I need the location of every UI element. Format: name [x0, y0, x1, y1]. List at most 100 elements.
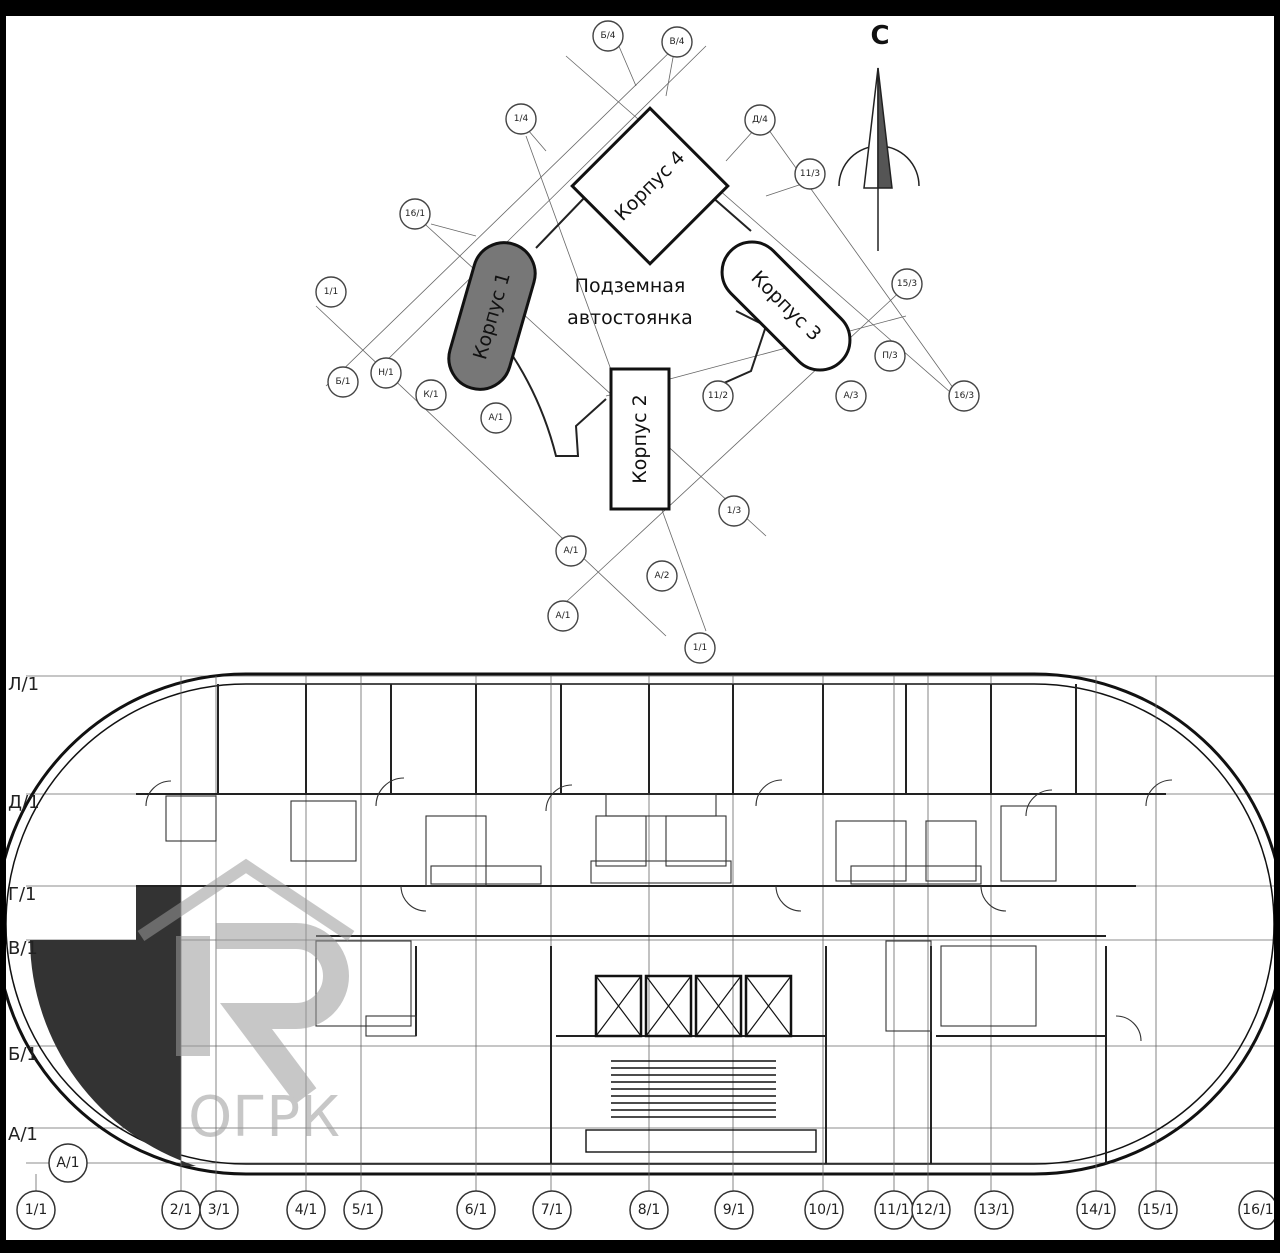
svg-text:11/3: 11/3	[800, 169, 820, 179]
building-korpus-2: Корпус 2	[609, 367, 671, 511]
bottom-axis-labels: 1/1 2/1 3/1 4/1 5/1 6/1 7/1 8/1 9/1 10/1…	[16, 1174, 1274, 1230]
svg-text:А/2: А/2	[655, 571, 670, 581]
axis-label: Л/1	[8, 674, 39, 695]
svg-text:7/1: 7/1	[541, 1202, 564, 1218]
grid-bubble: 1/3	[718, 495, 750, 527]
svg-text:11/1: 11/1	[878, 1202, 909, 1218]
svg-text:14/1: 14/1	[1080, 1202, 1111, 1218]
axis-label: Б/1	[8, 1044, 38, 1065]
svg-text:А/1: А/1	[56, 1155, 79, 1171]
grid-bubble: В/4	[661, 26, 693, 58]
grid-bubble: 1/1	[315, 276, 347, 308]
svg-text:1/4: 1/4	[514, 114, 529, 124]
svg-text:Д/4: Д/4	[752, 115, 768, 125]
svg-text:16/1: 16/1	[405, 209, 425, 219]
grid-bubble: Б/1	[327, 366, 359, 398]
floor-partitions	[136, 684, 1166, 1164]
svg-text:8/1: 8/1	[638, 1202, 661, 1218]
grid-bubble: 1/1	[684, 632, 716, 664]
axis-bubble: 5/1	[343, 1190, 383, 1230]
axis-bubble: 7/1	[532, 1190, 572, 1230]
drawing-canvas: С Корпус 4 Корпус 1 Корпус 3 Корпус 2 По…	[6, 20, 1274, 1230]
svg-text:16/3: 16/3	[954, 391, 974, 401]
drawing-sheet: С Корпус 4 Корпус 1 Корпус 3 Корпус 2 По…	[6, 16, 1274, 1240]
axis-bubble: 14/1	[1076, 1190, 1116, 1230]
svg-text:11/2: 11/2	[708, 391, 728, 401]
svg-text:6/1: 6/1	[465, 1202, 488, 1218]
axis-bubble: 9/1	[714, 1190, 754, 1230]
grid-bubble: А/1	[547, 600, 579, 632]
grid-bubble: П/3	[874, 340, 906, 372]
grid-bubble: А/1	[555, 535, 587, 567]
watermark: ОГРК	[137, 858, 355, 1150]
svg-text:Б/1: Б/1	[336, 377, 351, 387]
axis-bubble: 11/1	[874, 1190, 914, 1230]
floor-plan: Л/1 Д/1 Г/1 В/1 Б/1 А/1 А/1 1/1 2/1 3/1 …	[6, 672, 1274, 1230]
svg-text:16/1: 16/1	[1242, 1202, 1273, 1218]
parking-label-line-2: автостоянка	[567, 307, 693, 329]
parking-label-line-1: Подземная	[575, 275, 686, 297]
axis-bubble: 2/1	[161, 1190, 201, 1230]
grid-bubble: Н/1	[370, 357, 402, 389]
north-label: С	[870, 21, 889, 51]
parking-outline-east	[705, 310, 768, 392]
building-korpus-1: Корпус 1	[447, 241, 537, 391]
svg-text:А/3: А/3	[844, 391, 859, 401]
axis-bubble: 15/1	[1138, 1190, 1178, 1230]
bathroom-blocks	[165, 793, 1057, 1037]
grid-bubble: 16/1	[399, 198, 431, 230]
svg-text:А/1: А/1	[489, 413, 504, 423]
axis-bubble: 4/1	[286, 1190, 326, 1230]
svg-text:1/1: 1/1	[324, 287, 338, 297]
grid-bubble: Б/4	[592, 20, 624, 52]
axis-bubble: 12/1	[911, 1190, 951, 1230]
grid-bubble: К/1	[415, 379, 447, 411]
left-axis-labels: Л/1 Д/1 Г/1 В/1 Б/1 А/1 А/1	[8, 674, 88, 1183]
svg-text:15/1: 15/1	[1142, 1202, 1173, 1218]
svg-text:К/1: К/1	[423, 390, 438, 400]
axis-bubble: 13/1	[974, 1190, 1014, 1230]
site-plan: С Корпус 4 Корпус 1 Корпус 3 Корпус 2 По…	[315, 20, 980, 664]
svg-text:12/1: 12/1	[915, 1202, 946, 1218]
building-label: Корпус 2	[629, 394, 651, 483]
elevator-shafts	[594, 974, 793, 1038]
axis-bubble: 6/1	[456, 1190, 496, 1230]
parking-outline	[505, 345, 607, 457]
grid-bubble: 11/2	[702, 380, 734, 412]
svg-text:3/1: 3/1	[208, 1202, 231, 1218]
svg-text:10/1: 10/1	[808, 1202, 839, 1218]
grid-bubble: А/2	[646, 560, 678, 592]
svg-text:1/1: 1/1	[25, 1202, 48, 1218]
axis-bubble: 1/1	[16, 1190, 56, 1230]
stair	[585, 1060, 817, 1153]
axis-bubble: 10/1	[804, 1190, 844, 1230]
watermark-text: ОГРК	[188, 1085, 340, 1150]
grid-bubble: А/1	[480, 402, 512, 434]
grid-bubble: А/3	[835, 380, 867, 412]
svg-text:13/1: 13/1	[978, 1202, 1009, 1218]
svg-text:9/1: 9/1	[723, 1202, 746, 1218]
svg-text:2/1: 2/1	[170, 1202, 193, 1218]
grid-bubble: 1/4	[505, 103, 537, 135]
highlighted-apartment	[30, 886, 196, 1166]
site-grid-bubbles: Б/4 В/4 1/4 Д/4 16/1 11/3 1/1 Б/1 Н/1 К/…	[315, 20, 980, 664]
axis-label: Д/1	[8, 792, 40, 813]
svg-text:15/3: 15/3	[897, 279, 917, 289]
building-korpus-4: Корпус 4	[570, 106, 730, 266]
axis-label: Г/1	[8, 884, 37, 905]
svg-text:1/1: 1/1	[693, 643, 707, 653]
axis-label: В/1	[8, 938, 38, 959]
svg-text:А/1: А/1	[564, 546, 579, 556]
axis-bubble: 3/1	[199, 1190, 239, 1230]
svg-text:4/1: 4/1	[295, 1202, 318, 1218]
grid-bubble: Д/4	[744, 104, 776, 136]
grid-bubble: 15/3	[891, 268, 923, 300]
grid-bubble: 16/3	[948, 380, 980, 412]
svg-text:А/1: А/1	[556, 611, 571, 621]
axis-label: А/1	[8, 1124, 38, 1145]
svg-text:Н/1: Н/1	[378, 368, 394, 378]
svg-text:1/3: 1/3	[727, 506, 741, 516]
grid-bubble: 11/3	[794, 158, 826, 190]
axis-bubble: 8/1	[629, 1190, 669, 1230]
